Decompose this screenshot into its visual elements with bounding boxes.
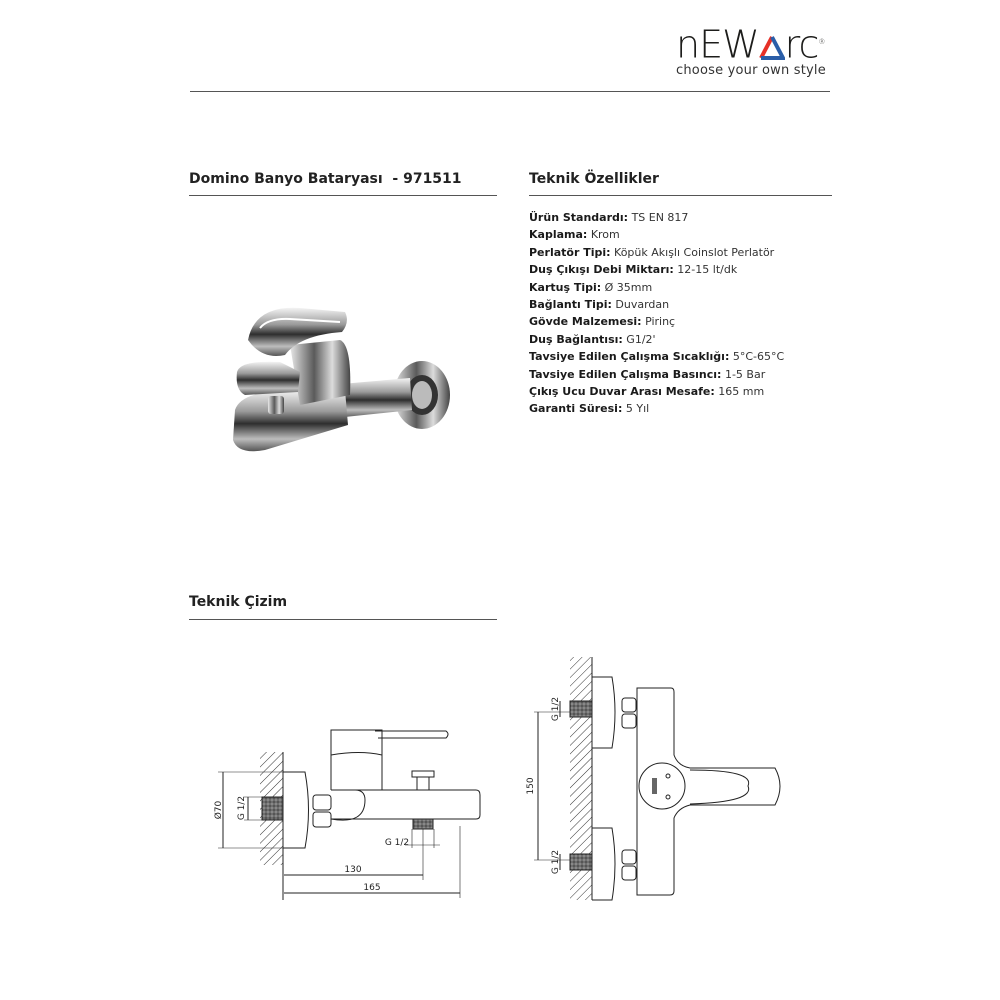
spec-row: Perlatör Tipi: Köpük Akışlı Coinslot Per…: [529, 244, 784, 261]
spec-label: Tavsiye Edilen Çalışma Sıcaklığı:: [529, 350, 730, 364]
spec-value: Duvardan: [615, 298, 670, 312]
spec-value: Krom: [590, 228, 620, 242]
spec-label: Kartuş Tipi:: [529, 280, 602, 294]
specs-title: Teknik Özellikler: [529, 171, 659, 187]
spec-row: Gövde Malzemesi: Pirinç: [529, 313, 784, 330]
drawing-title-underline: [189, 619, 497, 620]
spec-value: 165 mm: [718, 385, 765, 399]
product-photo: [233, 307, 450, 452]
drawing-title: Teknik Çizim: [189, 594, 288, 610]
product-title-underline: [189, 195, 497, 196]
dim-130-label: 130: [344, 865, 361, 875]
logo-triangle-icon: [758, 35, 786, 60]
product-title: Domino Banyo Bataryası - 971511: [189, 171, 462, 187]
spec-row: Ürün Standardı: TS EN 817: [529, 209, 784, 226]
spec-label: Kaplama:: [529, 228, 588, 242]
specs-title-underline: [529, 195, 832, 196]
brand-tagline: choose your own style: [676, 62, 826, 78]
dim-outlet-thread-label: G 1/2: [385, 838, 409, 848]
spec-row: Garanti Süresi: 5 Yıl: [529, 400, 784, 417]
spec-row: Duş Bağlantısı: G1/2': [529, 331, 784, 348]
dim-165-label: 165: [363, 883, 380, 893]
header-divider: [190, 91, 830, 92]
spec-label: Duş Bağlantısı:: [529, 332, 623, 346]
spec-label: Bağlantı Tipi:: [529, 298, 612, 312]
spec-value: 5 Yıl: [625, 402, 650, 416]
spec-value: 12-15 lt/dk: [677, 263, 738, 277]
spec-row: Kartuş Tipi: Ø 35mm: [529, 279, 784, 296]
spec-value: 5°C-65°C: [732, 350, 785, 364]
spec-row: Duş Çıkışı Debi Miktarı: 12-15 lt/dk: [529, 261, 784, 278]
specs-list: Ürün Standardı: TS EN 817 Kaplama: Krom …: [529, 209, 784, 418]
spec-label: Çıkış Ucu Duvar Arası Mesafe:: [529, 385, 715, 399]
dim-150-label: 150: [526, 777, 536, 794]
dim-diameter-label: Ø70: [213, 800, 224, 819]
dim-wall-thread-label: G 1/2: [237, 796, 247, 820]
spec-label: Ürün Standardı:: [529, 211, 629, 224]
side-view-drawing: [218, 729, 481, 900]
spec-value: Köpük Akışlı Coinslot Perlatör: [614, 245, 775, 259]
spec-label: Duş Çıkışı Debi Miktarı:: [529, 263, 674, 277]
spec-row: Tavsiye Edilen Çalışma Sıcaklığı: 5°C-65…: [529, 348, 784, 365]
spec-value: TS EN 817: [631, 211, 689, 224]
spec-label: Garanti Süresi:: [529, 402, 623, 416]
spec-value: G1/2': [626, 332, 656, 346]
spec-label: Tavsiye Edilen Çalışma Basıncı:: [529, 367, 722, 381]
spec-label: Gövde Malzemesi:: [529, 315, 642, 329]
dim-bottom-thread-label: G 1/2: [551, 850, 561, 874]
spec-value: Pirinç: [645, 315, 676, 329]
spec-row: Çıkış Ucu Duvar Arası Mesafe: 165 mm: [529, 383, 784, 400]
spec-row: Tavsiye Edilen Çalışma Basıncı: 1-5 Bar: [529, 366, 784, 383]
front-view-drawing: [534, 657, 781, 901]
spec-row: Bağlantı Tipi: Duvardan: [529, 296, 784, 313]
spec-row: Kaplama: Krom: [529, 226, 784, 243]
spec-value: 1-5 Bar: [724, 367, 766, 381]
dim-top-thread-label: G 1/2: [551, 697, 561, 721]
spec-label: Perlatör Tipi:: [529, 245, 611, 259]
spec-value: Ø 35mm: [604, 280, 653, 294]
